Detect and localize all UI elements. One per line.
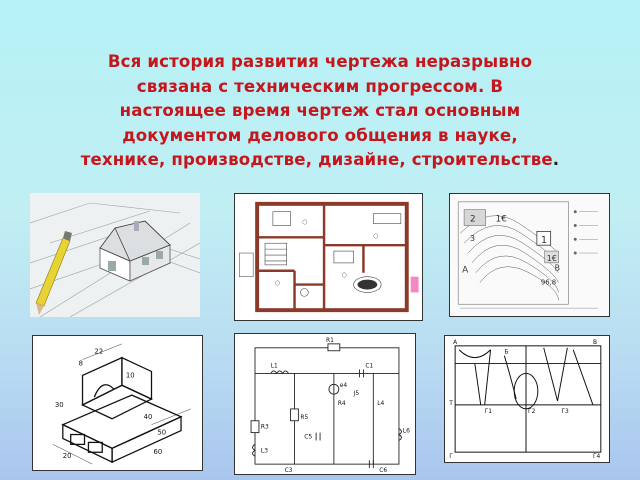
title-line-5-text: технике, производстве, дизайне, строител…	[80, 150, 553, 169]
pattern-label-g2: Г2	[528, 409, 536, 415]
circuit-label-r1: R1	[326, 338, 334, 344]
map-label-height: 96,8	[541, 279, 556, 287]
circuit-label-l6: L6	[403, 429, 410, 435]
map-label-2: 2	[470, 215, 476, 225]
garment-pattern-image: А В Б Т Г Г1 Г2 Г3 Г4	[444, 335, 610, 463]
floor-plan-drawing: ○ ○ ○ ○	[235, 194, 422, 320]
svg-text:○: ○	[275, 281, 280, 287]
floor-plan-image: ○ ○ ○ ○	[234, 193, 423, 321]
title-line-2: связана с техническим прогрессом. В	[136, 76, 504, 96]
circuit-label-r4: R4	[338, 401, 346, 407]
map-label-1e-top: 1€	[496, 215, 508, 225]
pattern-label-g3: Г3	[561, 409, 569, 415]
pattern-label-g1: Г1	[485, 409, 493, 415]
circuit-label-e4: e4	[340, 383, 348, 389]
dim-40: 40	[144, 413, 153, 421]
circuit-label-l1: L1	[271, 364, 278, 370]
circuit-label-r5: R5	[300, 415, 308, 421]
map-label-a: А	[462, 266, 468, 276]
svg-text:○: ○	[373, 233, 378, 239]
dim-8: 8	[79, 360, 83, 368]
title-line-3: настоящее время чертеж стал основным	[119, 101, 521, 120]
topographic-map-image: 2 1€ 3 1 1€ В А 96,8	[449, 193, 610, 317]
circuit-diagram-image: R1 L1 C1 e4 J5 R4 L4 R5 R3 C5 L3 L6 C3 C…	[234, 333, 416, 475]
circuit-label-j5: J5	[353, 391, 360, 397]
svg-text:○: ○	[302, 220, 307, 226]
map-label-1e-bottom: 1€	[547, 254, 557, 263]
circuit-label-c1: C1	[365, 364, 373, 370]
circuit-label-r3: R3	[261, 425, 269, 431]
pattern-label-g: Г	[449, 454, 453, 460]
circuit-label-l4: L4	[377, 401, 384, 407]
pattern-label-t: Т	[448, 401, 453, 407]
circuit-diagram-drawing: R1 L1 C1 e4 J5 R4 L4 R5 R3 C5 L3 L6 C3 C…	[235, 334, 415, 474]
slide-title: Вся история развития чертежа неразрывно …	[18, 50, 622, 173]
dim-50: 50	[157, 429, 166, 437]
svg-text:○: ○	[342, 273, 347, 279]
house-sketch-drawing	[30, 193, 200, 317]
circuit-label-l3: L3	[261, 448, 268, 454]
title-line-1: Вся история развития чертежа неразрывно	[107, 52, 533, 71]
title-period: .	[552, 150, 560, 169]
map-label-3: 3	[470, 234, 475, 243]
map-label-1: 1	[541, 235, 547, 246]
isometric-part-drawing: 22 8 10 30 40 50 60 20	[33, 336, 202, 470]
dim-30: 30	[55, 401, 64, 409]
dim-20: 20	[63, 452, 72, 460]
circuit-label-c5: C5	[304, 435, 312, 441]
pattern-label-a: А	[453, 340, 457, 346]
isometric-part-image: 22 8 10 30 40 50 60 20	[32, 335, 203, 471]
garment-pattern-drawing: А В Б Т Г Г1 Г2 Г3 Г4	[445, 336, 609, 462]
pattern-label-g4: Г4	[593, 454, 601, 460]
dim-60: 60	[153, 448, 162, 456]
dim-10: 10	[126, 371, 135, 379]
map-label-b: В	[555, 264, 560, 273]
title-line-4: документом делового общения в науке,	[122, 125, 518, 145]
circuit-label-c3: C3	[285, 468, 293, 474]
house-sketch-image	[30, 193, 200, 317]
topographic-map-drawing: 2 1€ 3 1 1€ В А 96,8	[450, 194, 609, 316]
circuit-label-c6: C6	[379, 468, 387, 474]
pattern-label-b: Б	[504, 350, 508, 356]
title-line-5: технике, производстве, дизайне, строител…	[18, 148, 622, 173]
pencil-icon	[35, 231, 72, 315]
dim-22: 22	[94, 348, 103, 356]
pattern-label-v: В	[593, 340, 597, 346]
